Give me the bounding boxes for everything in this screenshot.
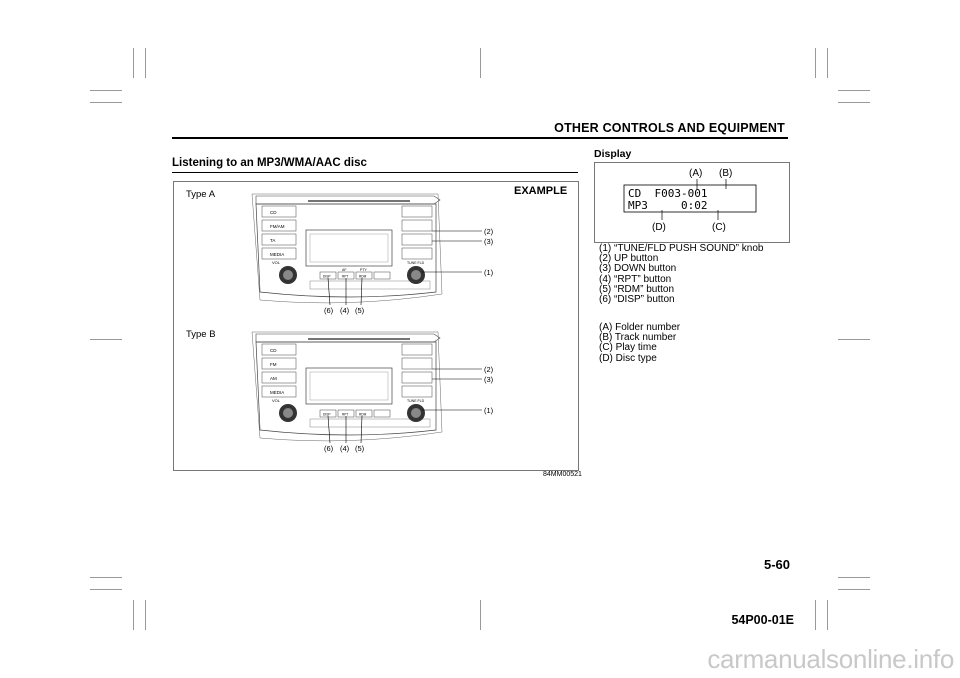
rpt-text: RPT	[342, 275, 348, 279]
callout-5: (5)	[355, 444, 365, 453]
footer-watermark: carmanualsonline.info	[707, 644, 954, 674]
legend-item: (D) Disc type	[599, 352, 657, 364]
header-section-title: OTHER CONTROLS AND EQUIPMENT	[554, 121, 785, 135]
rpt-text: RPT	[342, 413, 348, 417]
display-figure	[594, 162, 790, 243]
callout-3: (3)	[484, 375, 494, 384]
pty-text: PTY	[360, 268, 367, 272]
legend-item: (2) UP button	[599, 253, 659, 265]
callout-5: (5)	[355, 306, 365, 315]
tune-text: TUNE FLD	[407, 399, 425, 403]
legend-item: (B) Track number	[599, 332, 677, 344]
tune-text: TUNE FLD	[407, 261, 425, 265]
display-title: Display	[594, 148, 632, 160]
label-d: (D)	[652, 222, 666, 233]
section-rule	[172, 172, 578, 173]
btn-am-text: AM	[270, 376, 277, 381]
display-diagram: (A) (B) CD F003-001 MP3 0:02 (D) (C)	[623, 168, 757, 233]
btn-fmam-text: FM/AM	[270, 224, 285, 229]
section-title: Listening to an MP3/WMA/AAC disc	[172, 157, 367, 169]
btn-fm-text: FM	[270, 362, 277, 367]
header-rule	[172, 137, 788, 139]
legend-item: (1) “TUNE/FLD PUSH SOUND” knob	[599, 243, 764, 254]
rdm-text: RDM	[359, 413, 367, 417]
example-label: EXAMPLE	[514, 185, 568, 197]
page-number: 5-60	[763, 557, 790, 572]
legend-item: (C) Play time	[599, 342, 657, 354]
btn-cd-text: CD	[270, 210, 277, 215]
btn-media-text: MEDIA	[270, 390, 284, 395]
af-text: AF	[342, 268, 346, 272]
display-line-1: CD F003-001	[628, 187, 707, 200]
document-code: 54P00-01E	[731, 613, 794, 627]
radio-panel-type-a: CD FM/AM TA MEDIA VOL AF PTY DISP RPT RD…	[251, 193, 494, 315]
callout-4: (4)	[340, 306, 350, 315]
disp-text: DISP	[323, 413, 330, 417]
callout-1: (1)	[484, 406, 494, 415]
display-line-2: MP3 0:02	[628, 199, 707, 212]
legend-item: (5) “RDM” button	[599, 283, 675, 295]
callout-1: (1)	[484, 268, 494, 277]
radio-figure	[173, 181, 579, 471]
callout-6: (6)	[324, 444, 334, 453]
vol-text: VOL	[272, 260, 281, 265]
btn-ta-text: TA	[270, 238, 275, 243]
callout-6: (6)	[324, 306, 334, 315]
legend-item: (4) “RPT” button	[599, 273, 672, 285]
type-a-label: Type A	[186, 189, 216, 200]
legend-item: (6) “DISP” button	[599, 294, 675, 306]
label-b: (B)	[719, 168, 732, 179]
vol-text: VOL	[272, 398, 281, 403]
callout-2: (2)	[484, 365, 494, 374]
callout-legend: (1) “TUNE/FLD PUSH SOUND” knob (2) UP bu…	[599, 243, 764, 306]
btn-cd-text: CD	[270, 348, 277, 353]
label-a: (A)	[689, 168, 702, 179]
figure-code: 84MM00521	[543, 471, 582, 478]
callout-3: (3)	[484, 237, 494, 246]
display-legend: (A) Folder number (B) Track number (C) P…	[599, 322, 681, 364]
label-c: (C)	[712, 222, 726, 233]
callout-2: (2)	[484, 227, 494, 236]
legend-item: (A) Folder number	[599, 322, 681, 333]
radio-panel-type-b: CD FM AM MEDIA VOL DISP RPT RDM TUNE FLD…	[251, 331, 494, 453]
btn-media-text: MEDIA	[270, 252, 284, 257]
rdm-text: RDM	[359, 275, 367, 279]
callout-4: (4)	[340, 444, 350, 453]
type-b-label: Type B	[186, 329, 216, 340]
legend-item: (3) DOWN button	[599, 263, 677, 275]
disp-text: DISP	[323, 275, 330, 279]
